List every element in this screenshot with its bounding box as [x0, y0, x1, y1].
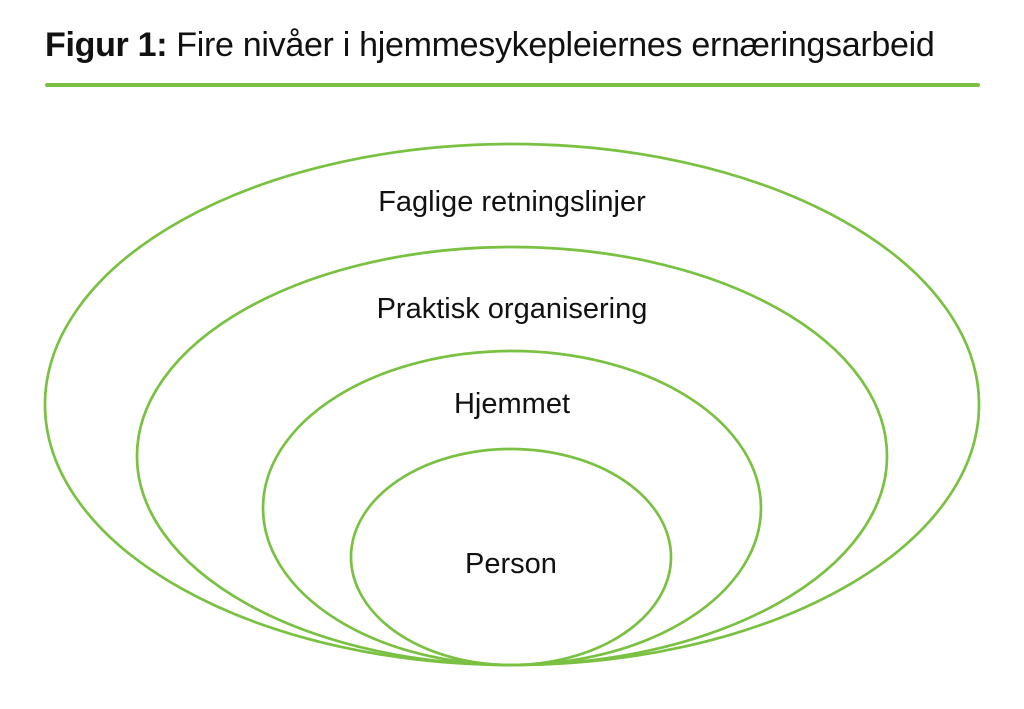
label-level-2-praktisk-organisering: Praktisk organisering [377, 293, 648, 325]
label-level-1-faglige-retningslinjer: Faglige retningslinjer [378, 186, 646, 218]
figure-title-prefix: Figur 1: [45, 26, 168, 64]
figure-title: Figur 1:Fire nivåer i hjemmesykepleierne… [45, 26, 935, 64]
label-level-4-person: Person [465, 548, 557, 580]
title-underline [45, 83, 980, 87]
figure-title-text: Fire nivåer i hjemmesykepleiernes ernæri… [176, 26, 935, 64]
ellipse-level-4-person [349, 447, 673, 667]
label-level-3-hjemmet: Hjemmet [454, 388, 570, 420]
